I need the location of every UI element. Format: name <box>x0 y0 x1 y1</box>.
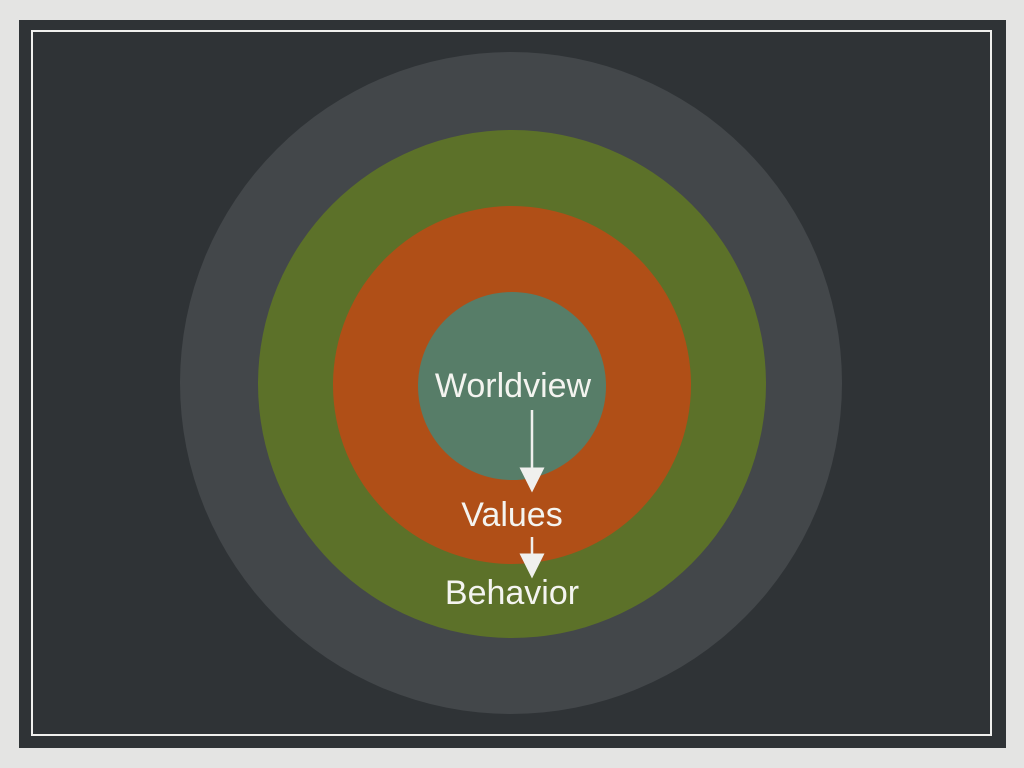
chalk-border <box>31 30 992 736</box>
worldview-circle <box>418 292 606 480</box>
worldview-label: Worldview <box>435 367 592 405</box>
values-label: Values <box>461 496 562 534</box>
behavior-label: Behavior <box>445 574 579 612</box>
